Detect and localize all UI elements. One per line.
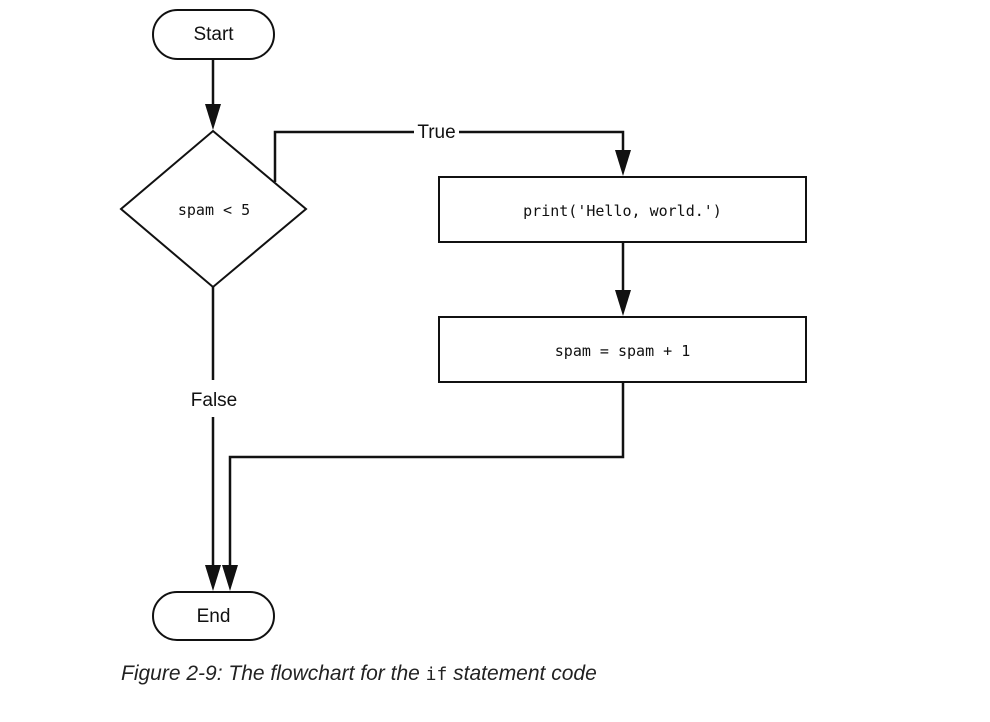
connector-true-left bbox=[273, 130, 414, 182]
caption-code: if bbox=[425, 664, 448, 685]
false-label: False bbox=[191, 390, 237, 411]
condition-text: spam < 5 bbox=[178, 201, 250, 219]
end-terminal bbox=[152, 591, 275, 641]
caption-suffix: statement code bbox=[447, 662, 597, 685]
arrowhead-end-right bbox=[222, 565, 238, 591]
step1-code: print('Hello, world.') bbox=[523, 202, 722, 220]
process-box-increment bbox=[438, 316, 807, 383]
true-label: True bbox=[417, 122, 455, 143]
connector-true-right bbox=[459, 130, 625, 152]
arrowhead-step1 bbox=[615, 150, 631, 176]
arrowhead-step2 bbox=[615, 290, 631, 316]
end-label: End bbox=[197, 606, 231, 627]
caption-prefix: Figure 2-9: The flowchart for the bbox=[121, 662, 426, 685]
step2-code: spam = spam + 1 bbox=[555, 342, 690, 360]
arrowhead-end-left bbox=[205, 565, 221, 591]
start-label: Start bbox=[193, 24, 234, 45]
connector-step2-to-end bbox=[228, 382, 625, 570]
arrowhead-condition bbox=[205, 104, 221, 130]
figure-caption: Figure 2-9: The flowchart for the if sta… bbox=[121, 662, 597, 686]
